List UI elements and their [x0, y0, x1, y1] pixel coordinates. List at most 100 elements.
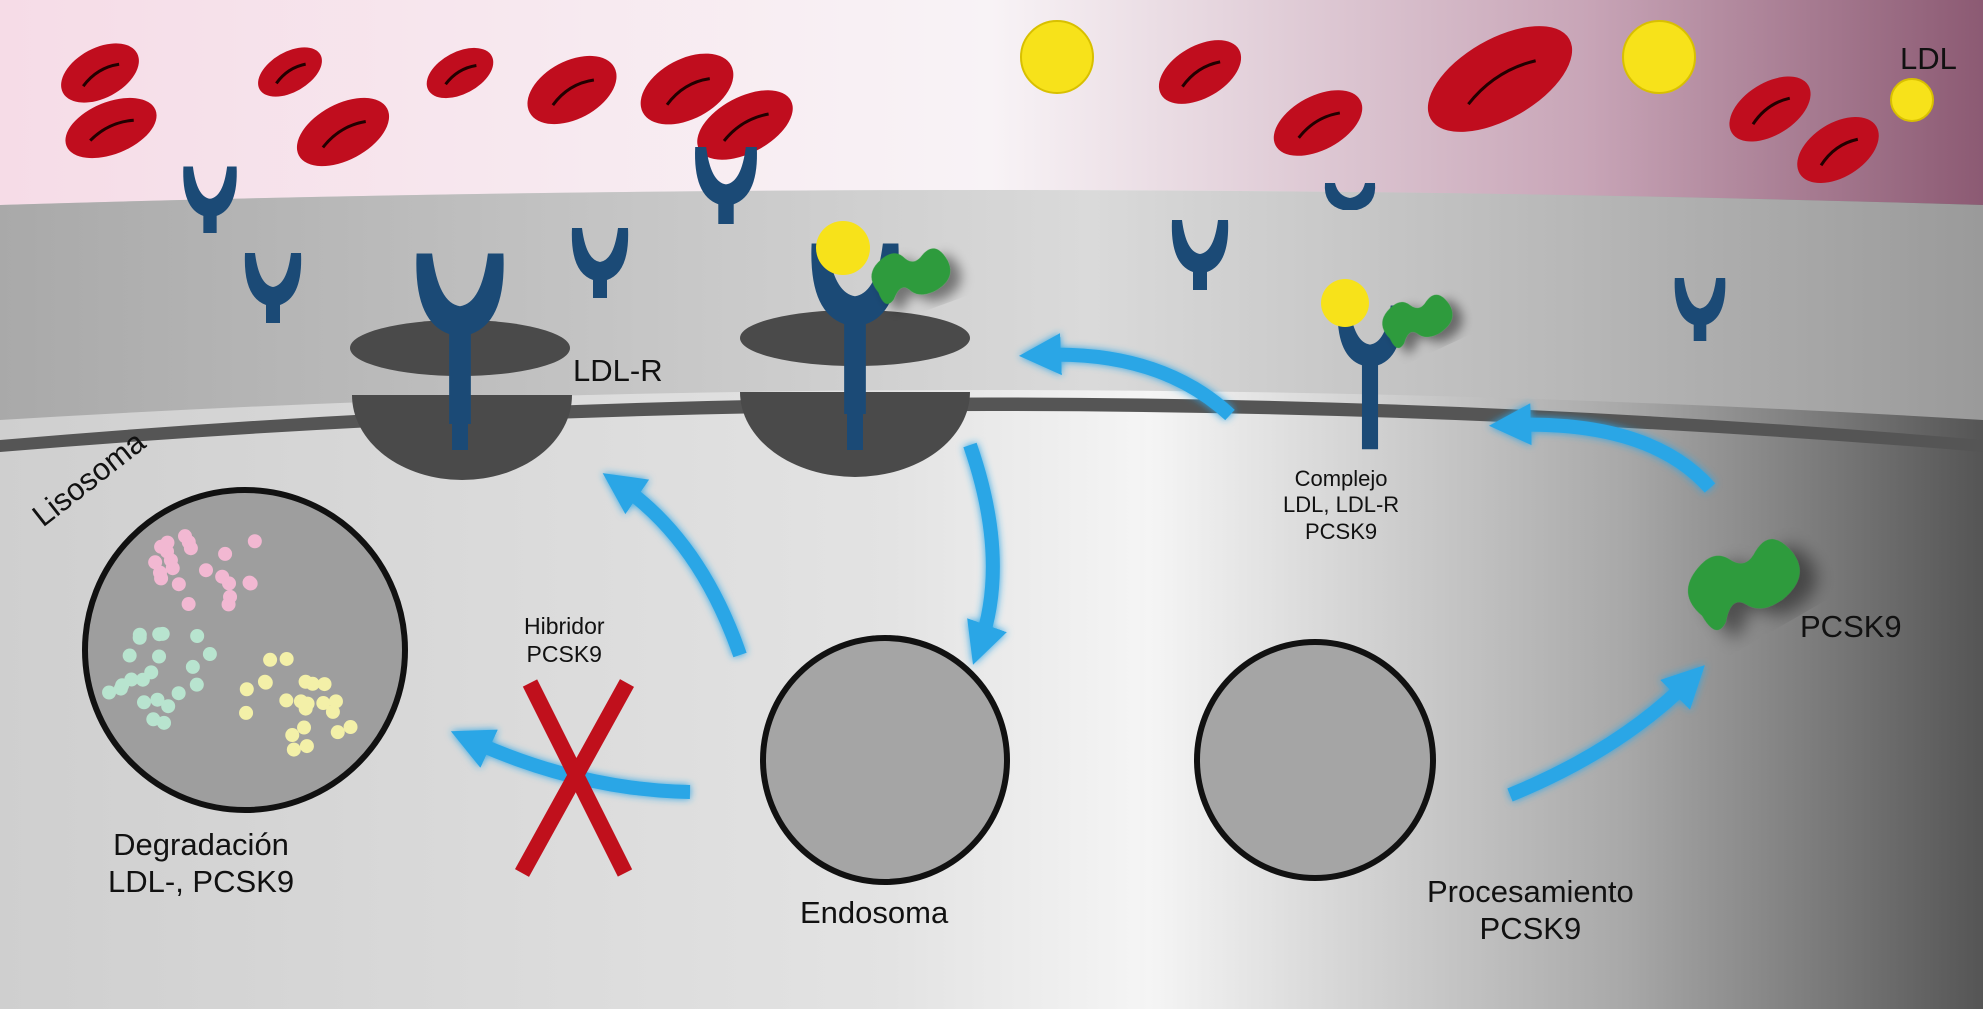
- lysosome-particle: [161, 699, 176, 714]
- lysosome-particle: [171, 686, 186, 701]
- ldl-receptor: [571, 228, 629, 298]
- red-blood-cell: [1729, 76, 1811, 142]
- procesamiento-label: Procesamiento PCSK9: [1427, 873, 1634, 947]
- lysosome-particle: [199, 563, 214, 578]
- ldl-particle-bound: [816, 221, 870, 275]
- lysosome-particle: [222, 576, 237, 591]
- lysosome-particle: [102, 685, 117, 700]
- complejo-line-1: Complejo: [1294, 466, 1388, 491]
- lysosome-particle: [185, 659, 200, 674]
- lysosome-particle: [298, 674, 313, 689]
- lysosome: [82, 487, 408, 813]
- lysosome-particle: [285, 728, 300, 743]
- red-blood-cell: [296, 97, 390, 167]
- red-blood-cell: [426, 47, 494, 99]
- ldl-receptor-partial: [1324, 183, 1376, 210]
- lysosome-particle: [146, 712, 161, 727]
- receptor-tail: [452, 410, 468, 450]
- hibridor-line-1: Hibridor: [524, 613, 605, 639]
- ldl-receptor: [1674, 278, 1726, 341]
- pathway-arrow: [963, 442, 1007, 665]
- lysosome-particle: [171, 577, 186, 592]
- hibridor-line-2: PCSK9: [526, 640, 602, 667]
- ldl-receptor: [1171, 220, 1229, 290]
- processing-vesicle: [1194, 639, 1436, 881]
- lysosome-particle: [218, 546, 233, 561]
- pathway-arrow: [1019, 333, 1235, 421]
- red-blood-cell: [258, 47, 322, 97]
- red-blood-cell: [1797, 116, 1879, 184]
- pcsk9-protein: [871, 248, 951, 304]
- degradacion-line-1: Degradación: [113, 827, 289, 862]
- lysosome-particle: [148, 555, 163, 570]
- ldl-receptor: [244, 253, 302, 323]
- red-blood-cell: [61, 43, 139, 103]
- lysosome-particle: [239, 705, 254, 720]
- pathway-arrow: [602, 473, 747, 658]
- red-blood-cell: [1273, 90, 1363, 156]
- ldl-particle: [1020, 20, 1094, 94]
- ldl-particle: [1622, 20, 1696, 94]
- lysosome-particle: [293, 694, 308, 709]
- lysosome-particle: [189, 677, 204, 692]
- lysosome-particle: [263, 652, 278, 667]
- lysosome-particle: [299, 739, 314, 754]
- lysosome-particle: [317, 677, 332, 692]
- lysosome-particle: [328, 694, 343, 709]
- lysosome-particle: [223, 589, 238, 604]
- complejo-line-2: LDL, LDL-R: [1283, 492, 1400, 518]
- red-blood-cell: [527, 55, 617, 125]
- lysosome-particle: [257, 674, 272, 689]
- red-blood-cell: [1158, 40, 1242, 104]
- ldl-particle: [1890, 78, 1934, 122]
- lysosome-particle: [343, 720, 358, 735]
- lysosome-particle: [279, 693, 294, 708]
- degradacion-label: Degradación LDL-, PCSK9: [108, 826, 294, 900]
- red-blood-cell: [65, 97, 157, 159]
- lysosome-particle: [178, 529, 193, 544]
- lysosome-particle: [202, 647, 217, 662]
- lysosome-particle: [286, 742, 301, 757]
- pcsk9-protein: [1382, 294, 1453, 349]
- lysosome-particle: [115, 678, 130, 693]
- pathway-arrow: [1507, 665, 1705, 802]
- degradacion-line-2: LDL-, PCSK9: [108, 864, 295, 900]
- receptor-tail: [847, 405, 863, 450]
- lysosome-particle: [122, 648, 137, 663]
- pathway-arrow: [1489, 403, 1716, 493]
- lysosome-particle: [239, 682, 254, 697]
- lysosome-particle: [165, 561, 180, 576]
- lysosome-particle: [181, 597, 196, 612]
- pcsk9-label: PCSK9: [1800, 609, 1902, 644]
- endosome: [760, 635, 1010, 885]
- procesamiento-line-1: Procesamiento: [1427, 874, 1634, 909]
- lysosome-particle: [160, 544, 175, 559]
- lysosome-particle: [190, 629, 205, 644]
- procesamiento-line-2: PCSK9: [1479, 911, 1582, 947]
- pcsk9-protein: [1688, 539, 1800, 631]
- ldl-receptor: [416, 253, 504, 424]
- ldl-receptor: [183, 166, 237, 233]
- lysosome-particle: [325, 704, 340, 719]
- ldl-receptor: [1337, 305, 1403, 450]
- lysosome-particle: [136, 695, 151, 710]
- ldl-r-label: LDL-R: [573, 353, 663, 388]
- complejo-line-3: PCSK9: [1305, 518, 1378, 544]
- red-blood-cell: [697, 90, 793, 160]
- inhibitor-cross: [514, 679, 635, 877]
- lysosome-particle: [279, 651, 294, 666]
- ldl-particles: [1020, 20, 1934, 122]
- lysosome-particle: [132, 627, 147, 642]
- lysosome-particle: [154, 571, 169, 586]
- lysosome-particle: [150, 692, 165, 707]
- lysosome-particle: [152, 649, 167, 664]
- ldl-particle-bound: [1321, 279, 1369, 327]
- complejo-label: Complejo LDL, LDL-R PCSK9: [1283, 466, 1399, 545]
- hibridor-label: Hibridor PCSK9: [524, 613, 605, 668]
- ldl-label: LDL: [1900, 41, 1957, 76]
- ldl-receptor: [695, 147, 757, 224]
- red-blood-cells: [61, 26, 1879, 184]
- lysosome-particle: [144, 665, 159, 680]
